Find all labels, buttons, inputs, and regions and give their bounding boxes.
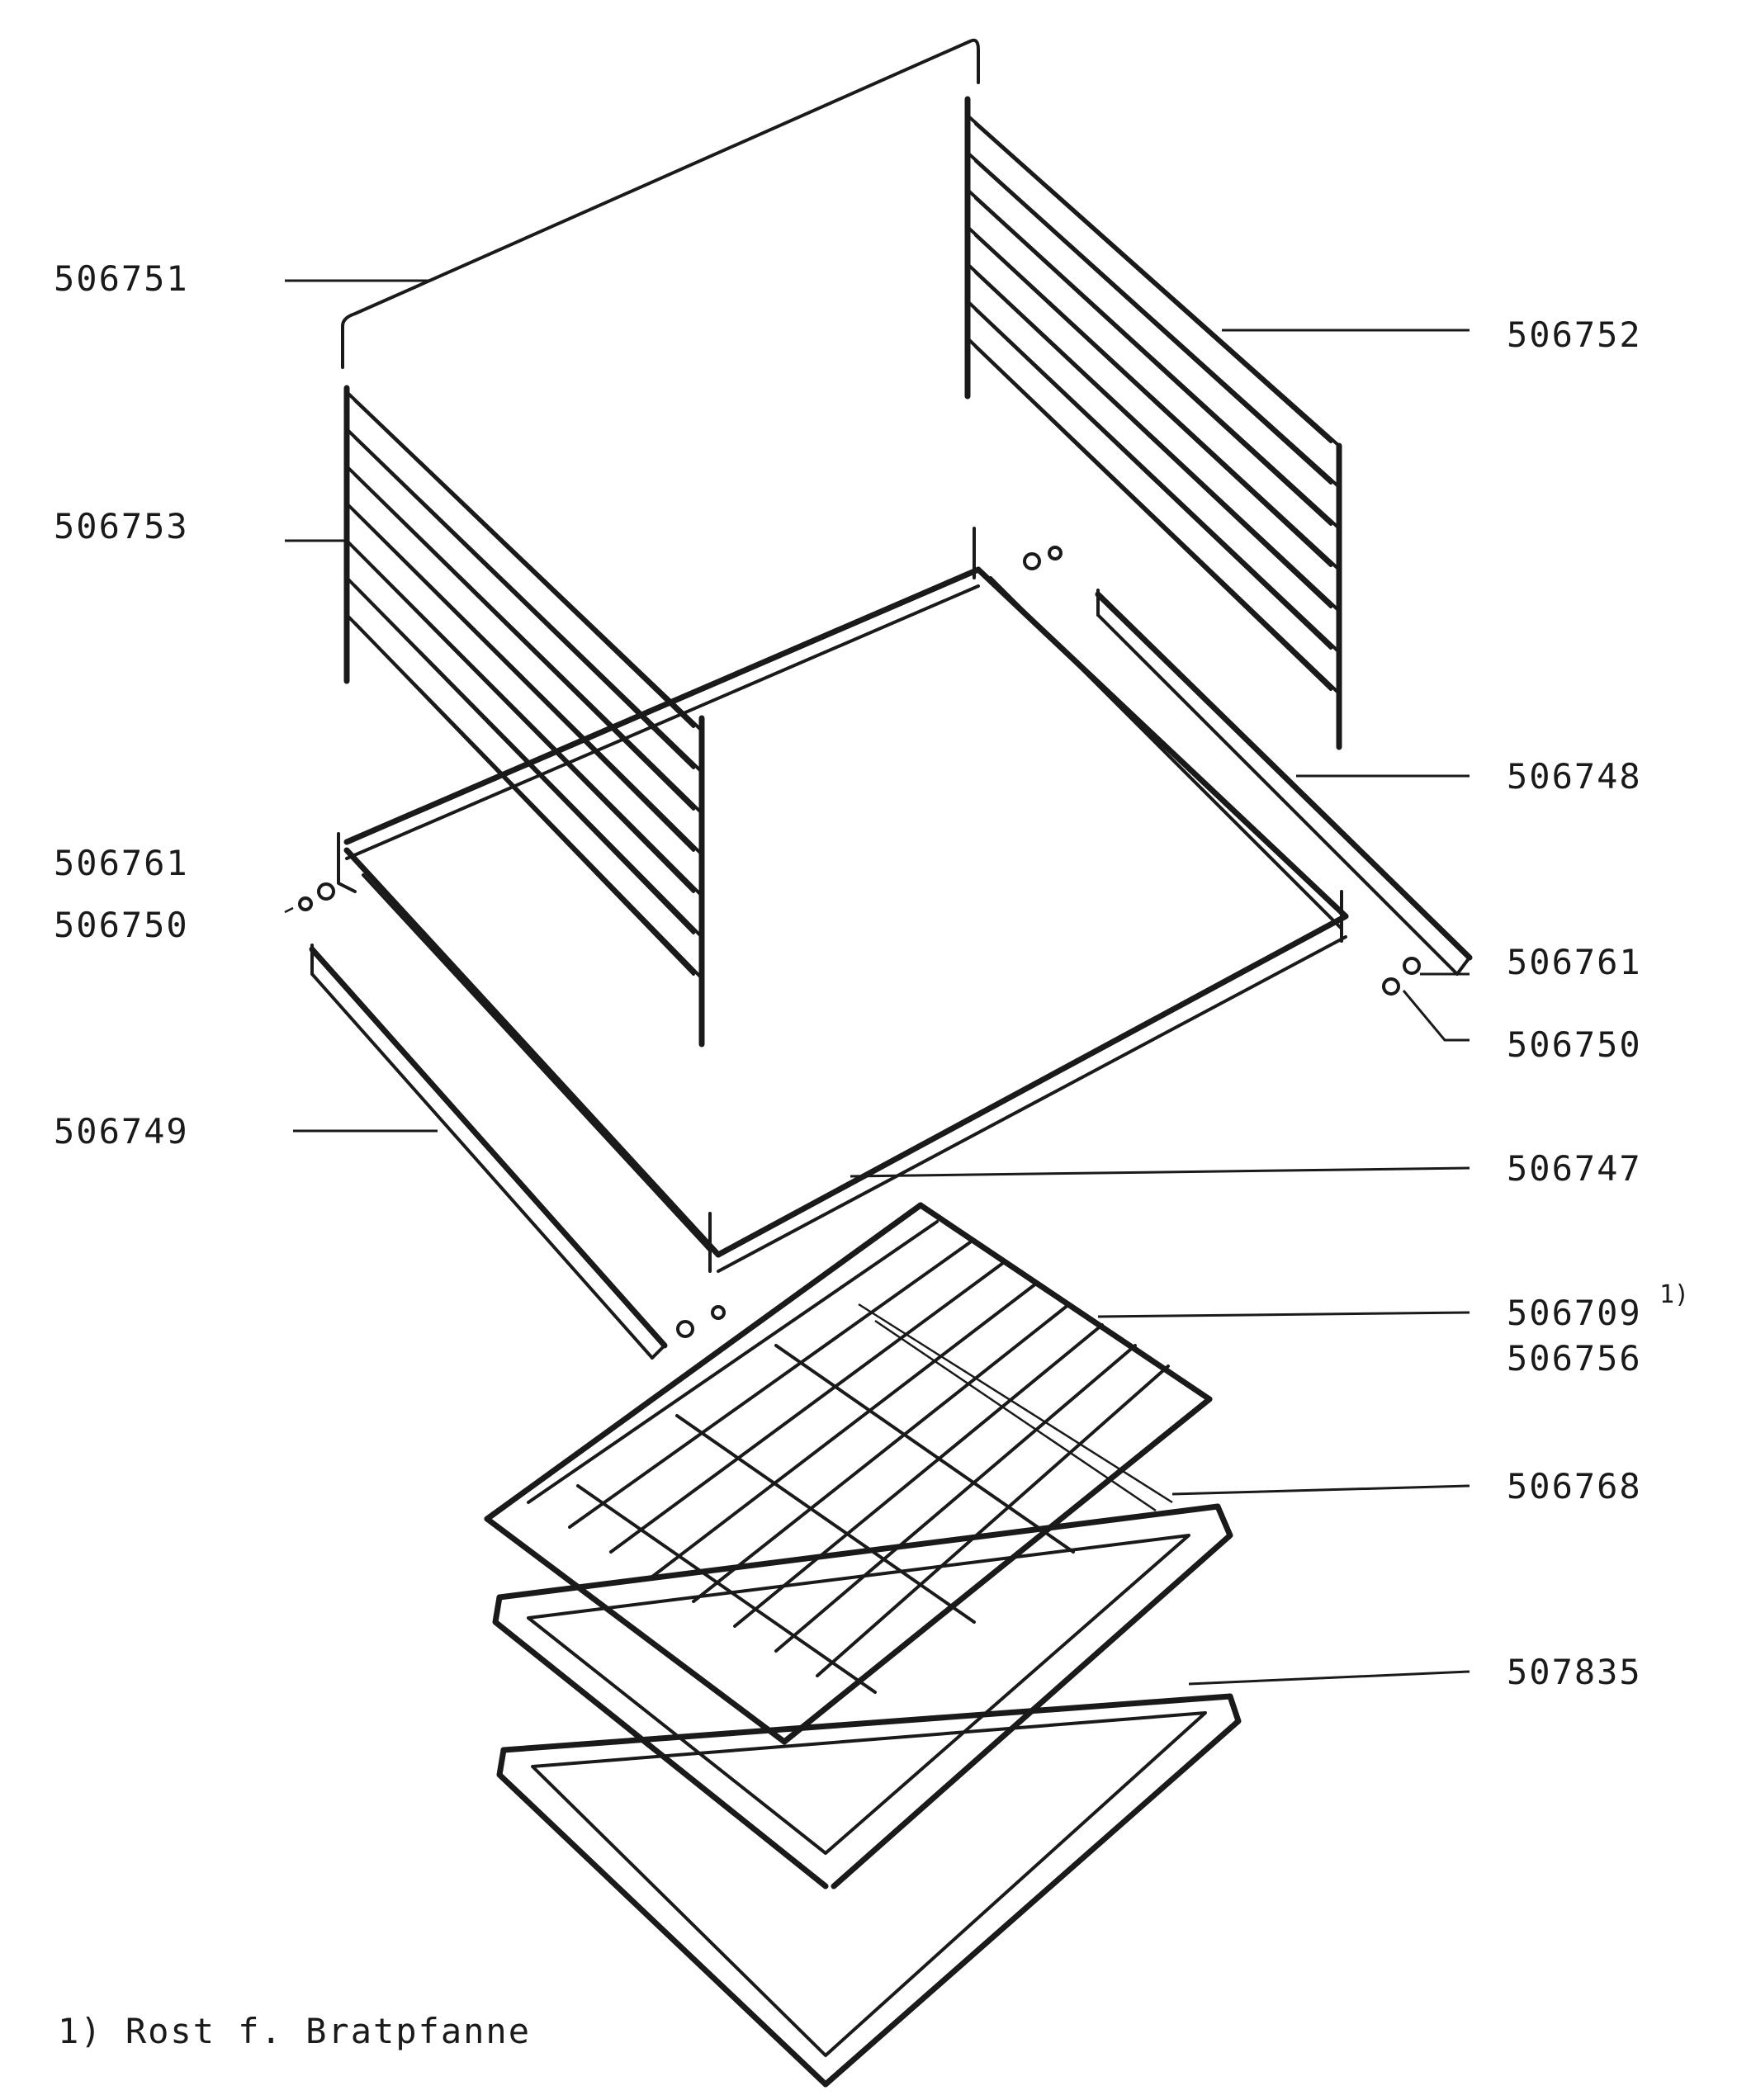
label-506747: 506747 <box>1507 1148 1642 1189</box>
left-rail-506749 <box>309 944 668 1360</box>
footnote: 1) Rost f. Bratpfanne <box>58 2011 531 2051</box>
label-506750-right: 506750 <box>1507 1024 1642 1065</box>
label-507835: 507835 <box>1507 1652 1642 1692</box>
label-506761-left: 506761 <box>54 843 189 883</box>
left-shelf-rack-506753 <box>343 385 705 1048</box>
label-506753: 506753 <box>54 506 189 546</box>
right-rail-506748 <box>1095 589 1473 976</box>
label-506709: 506709 <box>1507 1293 1642 1333</box>
telescopic-frame-506747 <box>337 527 1349 1273</box>
label-506752: 506752 <box>1507 315 1642 355</box>
leader-lines <box>285 279 1470 1686</box>
left-bolts <box>284 882 335 914</box>
top-bolts <box>1023 546 1063 570</box>
bottom-bolts <box>676 1305 726 1338</box>
part-labels: 506751 506752 506753 506748 506761 50675… <box>54 258 1689 1692</box>
flat-tray-507835 <box>496 1693 1242 2088</box>
label-506756: 506756 <box>1507 1338 1642 1379</box>
wire-grill-506709 <box>484 1202 1213 1745</box>
label-506761-right: 506761 <box>1507 942 1642 982</box>
back-top-wire-506751 <box>341 38 980 369</box>
right-bolts <box>1382 957 1421 996</box>
label-506748: 506748 <box>1507 756 1642 797</box>
right-shelf-rack-506752 <box>964 96 1342 750</box>
label-506751: 506751 <box>54 258 189 299</box>
label-506749: 506749 <box>54 1111 189 1152</box>
label-506709-note: 1) <box>1659 1280 1689 1309</box>
label-506750-left: 506750 <box>54 905 189 945</box>
label-506768: 506768 <box>1507 1466 1642 1506</box>
deep-tray-506768 <box>492 1503 1233 1890</box>
